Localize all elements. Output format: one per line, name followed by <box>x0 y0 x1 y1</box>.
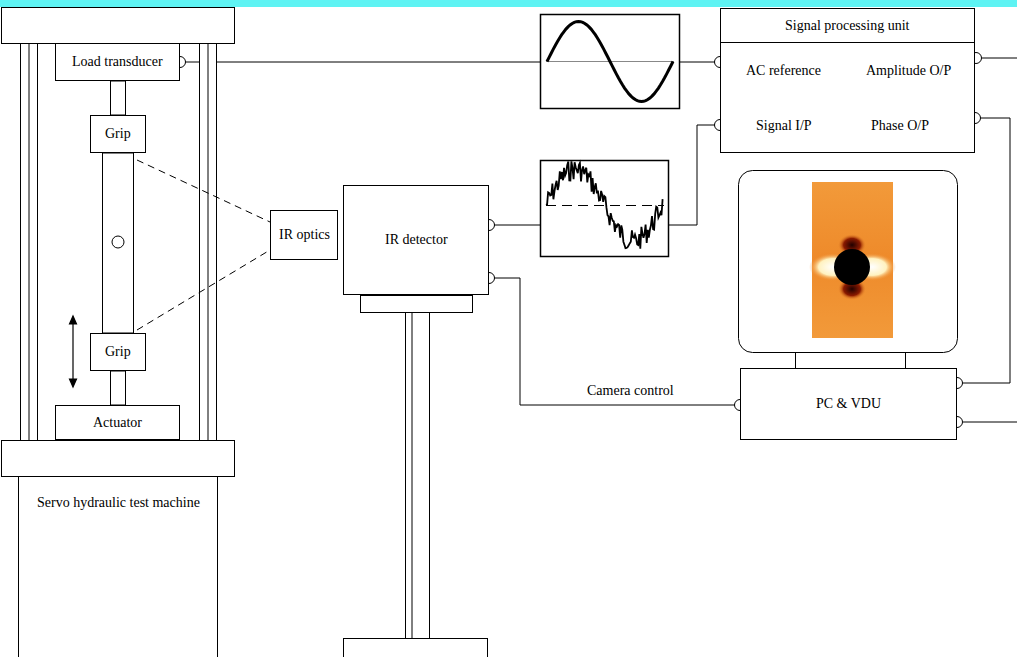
signal-wire <box>952 113 1011 389</box>
motion-arrow <box>70 316 77 387</box>
signal-wire <box>484 273 746 411</box>
reference-signal-display <box>541 15 680 109</box>
transducer-box: Load transducer <box>55 43 180 81</box>
top-band <box>0 0 1017 7</box>
port-label: Phase O/P <box>871 118 929 134</box>
grip-box: Grip <box>90 333 146 371</box>
port-label: Amplitude O/P <box>866 63 951 79</box>
port-label: Signal I/P <box>756 118 812 134</box>
node-label: Load transducer <box>72 54 163 70</box>
tripod-stand <box>344 296 488 657</box>
monitor <box>739 171 958 369</box>
view-cone <box>137 160 270 330</box>
wire-line <box>489 278 740 405</box>
ir-signal-display <box>541 161 669 257</box>
node-label: PC & VDU <box>816 396 881 412</box>
machine-base: Servo hydraulic test machine <box>18 476 218 657</box>
wire-line <box>957 118 1010 383</box>
port-label: AC reference <box>746 63 821 79</box>
heading-divider <box>721 42 974 43</box>
node-label: IR optics <box>279 227 330 243</box>
wire-label: Camera control <box>585 383 676 399</box>
computer-box: PC & VDU <box>740 368 957 440</box>
node-label: Grip <box>105 126 131 142</box>
node-label: Signal processing unit <box>785 18 909 34</box>
actuator-box: Actuator <box>55 405 180 440</box>
node-label: IR detector <box>385 232 448 248</box>
optics-box: IR optics <box>270 210 338 260</box>
test-frame <box>2 8 235 477</box>
node-label: Grip <box>105 344 131 360</box>
node-label: Servo hydraulic test machine <box>37 495 200 511</box>
node-label: Actuator <box>93 415 142 431</box>
processing-unit: Signal processing unit AC reference Amplit… <box>720 8 975 153</box>
detector-box: IR detector <box>343 185 489 295</box>
grip-box: Grip <box>90 115 146 153</box>
